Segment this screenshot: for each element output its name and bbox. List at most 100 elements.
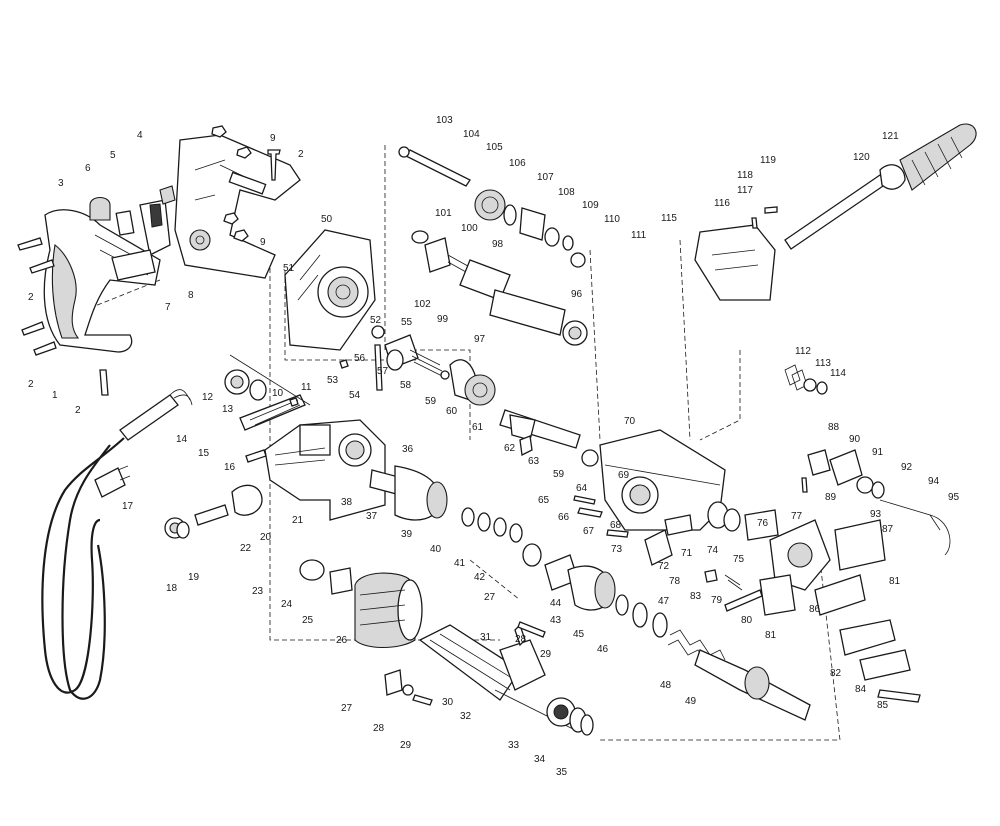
- label-46: 46: [597, 644, 609, 655]
- label-59: 59: [425, 396, 437, 407]
- label-66: 66: [558, 512, 570, 523]
- label-99: 99: [437, 314, 449, 325]
- rear-handle-housing: [43, 209, 161, 353]
- gear-train: [398, 146, 588, 346]
- label-72: 72: [658, 561, 670, 572]
- label-94: 94: [928, 476, 940, 487]
- label-57: 57: [377, 366, 389, 377]
- label-33: 33: [508, 740, 520, 751]
- label-7: 7: [165, 302, 171, 313]
- label-35: 35: [556, 767, 568, 778]
- motor-housing: [264, 419, 386, 521]
- lock-parts: [801, 449, 951, 556]
- label-96: 96: [571, 289, 583, 300]
- label-2b: 2: [28, 292, 34, 303]
- label-26: 26: [336, 635, 348, 646]
- label-64: 64: [576, 483, 588, 494]
- label-5: 5: [110, 150, 116, 161]
- label-106: 106: [509, 158, 526, 169]
- field-coil: [164, 484, 423, 648]
- label-12: 12: [202, 392, 214, 403]
- label-90: 90: [849, 434, 861, 445]
- label-117: 117: [737, 185, 753, 196]
- side-assembly: [704, 509, 921, 703]
- label-112: 112: [795, 346, 811, 357]
- label-45: 45: [573, 629, 585, 640]
- label-114: 114: [830, 368, 846, 379]
- label-58: 58: [400, 380, 412, 391]
- label-32: 32: [460, 711, 472, 722]
- label-17: 17: [122, 501, 134, 512]
- label-61: 61: [472, 422, 484, 433]
- label-3: 3: [58, 178, 64, 189]
- label-42: 42: [474, 572, 486, 583]
- label-11: 11: [301, 382, 312, 393]
- label-54: 54: [349, 390, 361, 401]
- label-28b: 28: [515, 634, 527, 645]
- label-25: 25: [302, 615, 314, 626]
- label-110: 110: [604, 214, 620, 225]
- label-60: 60: [446, 406, 458, 417]
- label-67: 67: [583, 526, 595, 537]
- label-107: 107: [537, 172, 554, 183]
- label-23: 23: [252, 586, 264, 597]
- label-20: 20: [260, 532, 272, 543]
- label-98: 98: [492, 239, 504, 250]
- label-6: 6: [85, 163, 91, 174]
- side-handle: [694, 123, 977, 301]
- gear-case: [599, 429, 726, 566]
- label-8: 8: [188, 290, 194, 301]
- gear-housing: [284, 229, 376, 351]
- label-68: 68: [610, 520, 622, 531]
- label-97: 97: [474, 334, 486, 345]
- label-39: 39: [401, 529, 413, 540]
- label-78: 78: [669, 576, 681, 587]
- label-63: 63: [528, 456, 540, 467]
- label-30: 30: [442, 697, 454, 708]
- label-93: 93: [870, 509, 882, 520]
- label-56: 56: [354, 353, 366, 364]
- label-113: 113: [815, 358, 831, 369]
- label-108: 108: [558, 187, 575, 198]
- label-21: 21: [292, 515, 304, 526]
- label-51: 51: [283, 263, 295, 274]
- label-59b: 59: [553, 469, 565, 480]
- label-2c: 2: [28, 379, 34, 390]
- label-104: 104: [463, 129, 480, 140]
- label-34: 34: [534, 754, 546, 765]
- label-84: 84: [855, 684, 867, 695]
- label-85: 85: [877, 700, 889, 711]
- label-88: 88: [828, 422, 840, 433]
- label-47: 47: [658, 596, 670, 607]
- label-81: 81: [765, 630, 777, 641]
- label-77: 77: [791, 511, 803, 522]
- armature-shaft: [369, 465, 448, 521]
- top-nuts-screws: [211, 125, 281, 242]
- label-4: 4: [137, 130, 143, 141]
- label-119: 119: [760, 155, 776, 166]
- front-bearing: [546, 697, 594, 736]
- label-102: 102: [414, 299, 431, 310]
- label-27b: 27: [484, 592, 496, 603]
- label-109: 109: [582, 200, 599, 211]
- label-38: 38: [341, 497, 353, 508]
- label-120: 120: [853, 152, 870, 163]
- label-80: 80: [741, 615, 753, 626]
- label-41: 41: [454, 558, 466, 569]
- label-75: 75: [733, 554, 745, 565]
- label-18: 18: [166, 583, 178, 594]
- label-49: 49: [685, 696, 697, 707]
- label-2: 2: [75, 405, 81, 416]
- label-116: 116: [714, 198, 730, 209]
- label-55: 55: [401, 317, 413, 328]
- label-27: 27: [341, 703, 353, 714]
- label-91: 91: [872, 447, 884, 458]
- label-69: 69: [618, 470, 630, 481]
- label-71: 71: [681, 548, 693, 559]
- label-31: 31: [480, 632, 492, 643]
- intermediate-gears: [449, 359, 599, 467]
- label-53: 53: [327, 375, 339, 386]
- label-79: 79: [711, 595, 723, 606]
- screws-left: [17, 237, 109, 396]
